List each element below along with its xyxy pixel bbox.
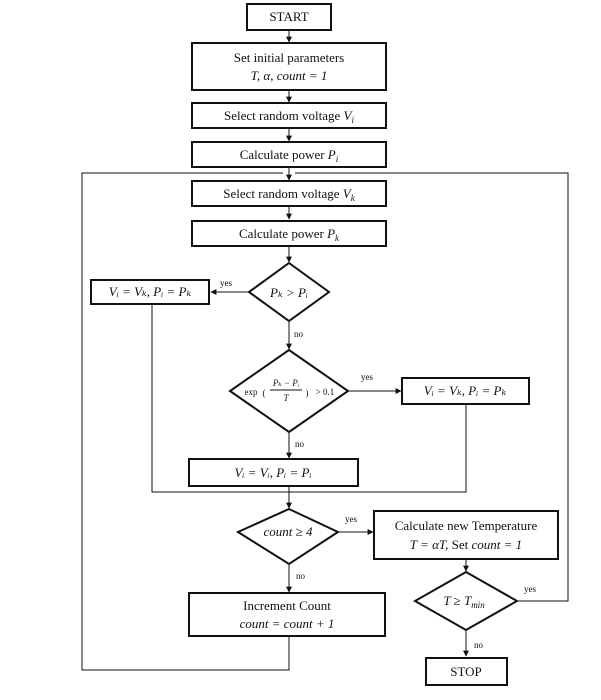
edge-labels: yes no yes no yes no yes no [220,278,536,650]
calculate-pi-label: Calculate power Pi [240,147,339,164]
new-temperature-formula: T = αT, Set count = 1 [410,537,522,552]
connectors [81,30,569,671]
increment-count-title: Increment Count [243,598,331,613]
no-label-tmin: no [474,640,484,650]
increment-count-node: Increment Count count = count + 1 [188,592,386,637]
decision-tmin: T ≥ Tmin [412,570,520,632]
calculate-pk-node: Calculate power Pk [191,220,387,247]
decision-tmin-label: T ≥ Tmin [443,593,485,610]
select-vk-node: Select random voltage Vk [191,180,387,207]
decision-exp-denominator: T [283,393,289,403]
assign-vk-right-label: Vᵢ = Vₖ, Pᵢ = Pₖ [424,383,507,398]
select-vi-label: Select random voltage Vi [224,108,354,125]
increment-count-formula: count = count + 1 [240,616,335,631]
select-vi-node: Select random voltage Vi [191,102,387,129]
no-label-count: no [296,571,306,581]
stop-node: STOP [425,657,508,686]
decision-exp-suffix: > 0.1 [316,387,335,397]
decision-exp-close-paren: ) [306,388,309,398]
assign-keep-label: Vᵢ = Vᵢ, Pᵢ = Pᵢ [234,465,311,480]
assign-vk-left-label: Vᵢ = Vₖ, Pᵢ = Pₖ [109,284,192,299]
decision-exp-numerator: Pₖ − Pᵢ [272,378,300,388]
assign-vk-left-node: Vᵢ = Vₖ, Pᵢ = Pₖ [90,279,210,305]
yes-label-tmin: yes [524,584,536,594]
yes-label-exp: yes [361,372,373,382]
yes-label-count: yes [345,514,357,524]
no-label-pk-pi: no [294,329,304,339]
no-label-exp: no [295,439,305,449]
decision-pk-gt-pi: Pₖ > Pᵢ [247,261,331,323]
decision-exp: exp ( Pₖ − Pᵢ T ) > 0.1 [228,348,350,434]
calculate-pi-node: Calculate power Pi [191,141,387,168]
decision-count: count ≥ 4 [235,507,341,566]
start-node: START [246,3,332,31]
assign-keep-node: Vᵢ = Vᵢ, Pᵢ = Pᵢ [188,458,359,487]
new-temperature-node: Calculate new Temperature T = αT, Set co… [373,510,559,560]
decision-exp-prefix: exp [245,387,258,397]
decision-exp-open-paren: ( [263,388,266,398]
decision-pk-gt-pi-label: Pₖ > Pᵢ [269,285,308,300]
set-parameters-values: T, α, count = 1 [251,68,328,83]
decision-count-label: count ≥ 4 [263,524,313,539]
select-vk-label: Select random voltage Vk [223,186,355,203]
set-parameters-node: Set initial parameters T, α, count = 1 [191,42,387,91]
yes-label-pk-pi: yes [220,278,232,288]
set-parameters-title: Set initial parameters [234,50,344,65]
new-temperature-title: Calculate new Temperature [395,518,538,533]
calculate-pk-label: Calculate power Pk [239,226,340,243]
stop-label: STOP [450,664,482,679]
start-label: START [269,9,308,24]
assign-vk-right-node: Vᵢ = Vₖ, Pᵢ = Pₖ [401,377,530,405]
